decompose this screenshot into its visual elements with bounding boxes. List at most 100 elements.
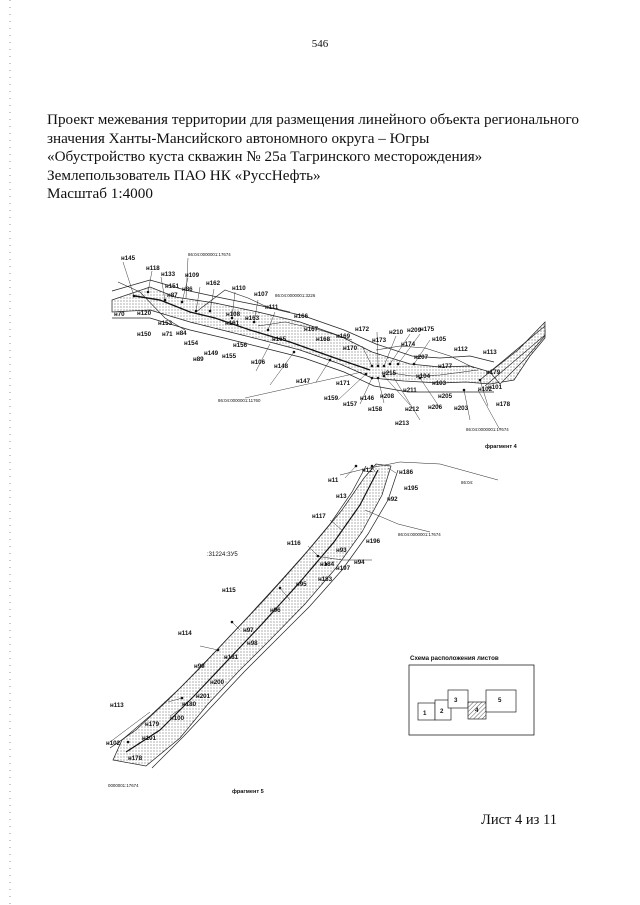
point-label: н97 <box>243 627 254 634</box>
scheme-sheet-number: 5 <box>498 697 502 704</box>
fragment-4-drawing: 86:04:0000001:17674 86:04:0000001:3226 8… <box>111 252 546 450</box>
point-label: н102 <box>478 386 493 393</box>
point-label: н102 <box>106 740 121 747</box>
cadastral-number: 86:04:0000001:17674 <box>188 252 231 257</box>
point-label: н110 <box>232 285 246 292</box>
fragment-5-line <box>151 469 399 769</box>
point-label: н111 <box>265 304 279 311</box>
point-label: н113 <box>483 349 497 356</box>
fragment-4-corridor <box>111 286 546 385</box>
point-label: н151 <box>165 283 180 290</box>
scheme-sheet-number: 4 <box>475 707 479 714</box>
point-label: н98 <box>247 640 258 647</box>
point-label: н166 <box>294 313 309 320</box>
scheme-sheet-1 <box>417 702 436 721</box>
point-label: н106 <box>251 359 266 366</box>
point-label: н181 <box>224 654 239 661</box>
cadastral-number: :31224:ЗУ5 <box>207 552 238 558</box>
point-label: н169 <box>336 333 351 340</box>
point-label: н120 <box>137 310 152 317</box>
fragment-4-line <box>375 345 475 369</box>
point-label: н71 <box>162 331 173 338</box>
point-label: н167 <box>304 326 319 333</box>
fragment-5-caption: фрагмент 5 <box>232 788 264 795</box>
point-label: н113 <box>110 702 124 709</box>
point-label: н13 <box>336 493 347 500</box>
point-label: н150 <box>137 331 152 338</box>
point-label: н170 <box>343 345 358 352</box>
scheme-sheet-3 <box>447 689 469 709</box>
point-label: н92 <box>387 496 398 503</box>
title-line-1: Проект межевания территории для размещен… <box>47 111 579 128</box>
point-label: н148 <box>274 363 289 370</box>
point-label: н168 <box>316 336 331 343</box>
fragment-4-line <box>111 279 495 363</box>
document-title: Проект межевания территории для размещен… <box>47 111 607 204</box>
point-label: н116 <box>287 540 301 547</box>
cadastral-number: 86:04:0000001:17674 <box>398 532 441 537</box>
point-label: н165 <box>272 336 287 343</box>
title-line-4: Землепользователь ПАО НК «РуссНефть» <box>47 166 321 184</box>
page-number: 546 <box>311 38 329 50</box>
sheet-layout-scheme: Схема расположения листов 1 2 3 4 5 <box>408 655 535 736</box>
point-label: н215 <box>382 370 397 377</box>
cadastral-number: 86:04: <box>461 480 473 485</box>
point-label: н147 <box>296 378 311 385</box>
scale-line: Масштаб 1:4000 <box>47 185 153 203</box>
point-label: н118 <box>146 265 160 272</box>
point-label: н208 <box>380 393 395 400</box>
fragment-5-drawing: 86:04: 86:04:0000001:17674 :31224:ЗУ5 00… <box>106 461 499 795</box>
scheme-sheet-number: 1 <box>423 710 427 717</box>
point-label: н179 <box>145 721 160 728</box>
point-label: н99 <box>194 663 205 670</box>
point-label: н93 <box>336 547 347 554</box>
point-label: н184 <box>320 561 335 568</box>
point-label: н94 <box>354 559 365 566</box>
point-label: н159 <box>324 395 339 402</box>
point-label: н87 <box>167 292 178 299</box>
point-label: н107 <box>254 291 269 298</box>
point-label: н210 <box>389 329 404 336</box>
fragment-4-line <box>257 321 353 341</box>
fragment-5-line <box>125 469 379 753</box>
fragment-4-line <box>383 369 479 377</box>
fragment-5-point-labels: н11 н12 н186 н13 н92 н195 н117 н196 н116… <box>106 467 419 762</box>
point-label: н180 <box>182 701 197 708</box>
point-label: н205 <box>438 393 453 400</box>
point-label: н89 <box>193 356 204 363</box>
scheme-sheet-5 <box>485 689 517 713</box>
point-label: н70 <box>114 311 125 318</box>
point-label: н12 <box>362 467 373 474</box>
point-label: н207 <box>414 354 429 361</box>
fragment-5-line <box>109 465 367 749</box>
fragment-5-corridor <box>112 463 392 767</box>
title-line-3: «Обустройство куста скважин № 25а Тагрин… <box>47 148 483 166</box>
point-label: н174 <box>401 341 416 348</box>
point-label: н105 <box>432 336 447 343</box>
cadastral-number: 86:04:0000001:3226 <box>275 293 316 298</box>
point-label: н177 <box>438 363 453 370</box>
point-label: н197 <box>336 565 351 572</box>
point-label: н178 <box>496 401 511 408</box>
point-label: н200 <box>210 679 225 686</box>
point-label: н178 <box>128 755 143 762</box>
title-line-2: значения Ханты-Мансийского автономного о… <box>47 129 430 147</box>
point-label: н146 <box>360 395 375 402</box>
point-label: н173 <box>372 337 387 344</box>
point-label: н108 <box>226 311 241 318</box>
point-label: н212 <box>405 406 420 413</box>
point-label: н211 <box>403 387 417 394</box>
point-label: н179 <box>486 369 501 376</box>
fragment-4-line <box>195 289 291 313</box>
point-label: н163 <box>245 315 260 322</box>
point-label: н158 <box>368 406 383 413</box>
point-label: н206 <box>428 404 443 411</box>
point-label: н145 <box>121 255 136 262</box>
point-label: н101 <box>488 384 503 391</box>
fragment-4-line <box>117 281 186 331</box>
point-label: н86 <box>182 286 193 293</box>
point-label: н133 <box>161 271 176 278</box>
point-label: н155 <box>222 353 237 360</box>
fragment-5-boundary <box>339 461 499 481</box>
point-label: н154 <box>184 340 199 347</box>
